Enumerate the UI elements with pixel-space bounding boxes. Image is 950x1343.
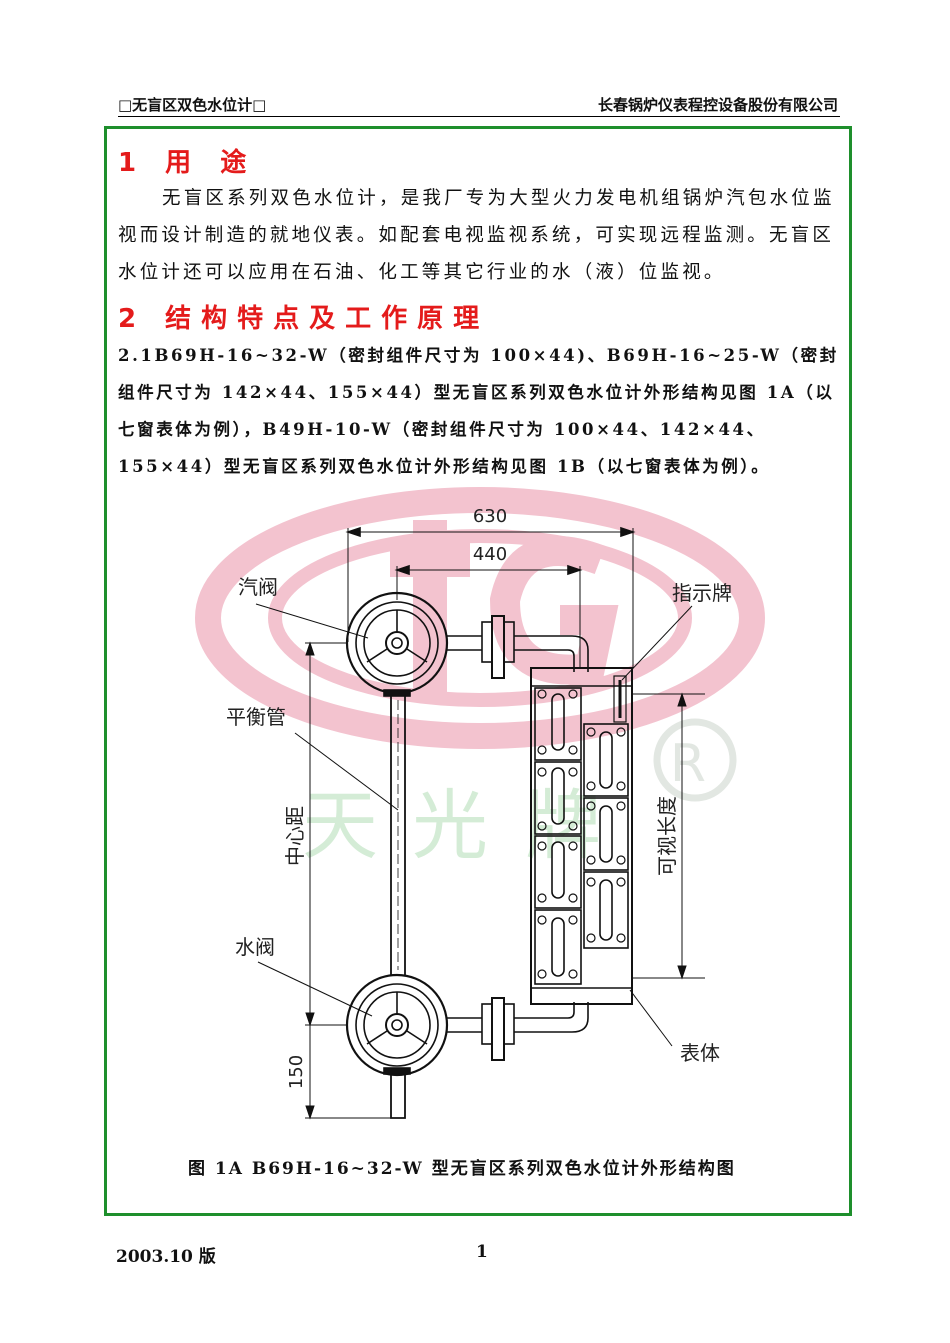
water-valve-wheel xyxy=(345,973,449,1077)
dimension-150-label: 150 xyxy=(286,1055,307,1089)
right-window-column xyxy=(583,723,629,949)
label-indicator-plate: 指示牌 xyxy=(672,581,732,605)
header-rule xyxy=(118,116,840,117)
leader-water-valve xyxy=(257,961,373,1017)
label-water-valve: 水阀 xyxy=(235,935,275,959)
watermark-registered-icon: R xyxy=(670,734,706,794)
lower-pipe-flange xyxy=(447,997,589,1061)
header-doc-title: □无盲区双色水位计□ xyxy=(118,96,267,114)
gauge-body xyxy=(530,667,633,1005)
section-2-title: 2 结构特点及工作原理 xyxy=(118,304,490,334)
center-distance-dimension xyxy=(305,641,348,1027)
label-center-distance: 中心距 xyxy=(283,806,307,866)
leader-indicator-plate xyxy=(621,605,693,681)
dimension-440-label: 440 xyxy=(473,544,507,565)
visible-length-dimension xyxy=(632,692,705,980)
figure-caption: 图 1A B69H-16~32-W 型无盲区系列双色水位计外形结构图 xyxy=(188,1159,736,1179)
leader-balance-tube xyxy=(294,732,399,811)
leader-gauge-body xyxy=(629,989,673,1047)
label-balance-tube: 平衡管 xyxy=(226,705,286,729)
header-company-name: 长春锅炉仪表程控设备股份有限公司 xyxy=(597,96,838,114)
upper-pipe-flange xyxy=(447,615,589,679)
dimension-150-line xyxy=(305,1025,392,1120)
footer-version: 2003.10 版 xyxy=(116,1247,216,1267)
dimension-440-line xyxy=(394,564,583,668)
section-1-paragraph: 无盲区系列双色水位计，是我厂专为大型火力发电机组锅炉汽包水位监视而设计制造的就地… xyxy=(118,188,835,283)
balance-tube xyxy=(390,694,406,1119)
label-visible-length: 可视长度 xyxy=(655,796,679,876)
leader-steam-valve xyxy=(255,603,369,639)
watermark-char-1: 天 xyxy=(302,781,378,870)
dimension-630-label: 630 xyxy=(473,506,507,527)
watermark-char-2: 光 xyxy=(412,781,488,870)
label-steam-valve: 汽阀 xyxy=(238,575,278,599)
dimension-630-line xyxy=(345,526,636,668)
left-window-column xyxy=(534,687,582,985)
content-frame xyxy=(104,126,852,1216)
footer-page-number: 1 xyxy=(476,1242,488,1262)
section-2-paragraph: 2.1B69H-16~32-W（密封组件尺寸为 100×44)、B69H-16~… xyxy=(118,346,839,476)
label-gauge-body: 表体 xyxy=(680,1041,720,1065)
watermark-logo xyxy=(195,487,765,802)
section-1-title: 1 用 途 xyxy=(118,148,257,178)
